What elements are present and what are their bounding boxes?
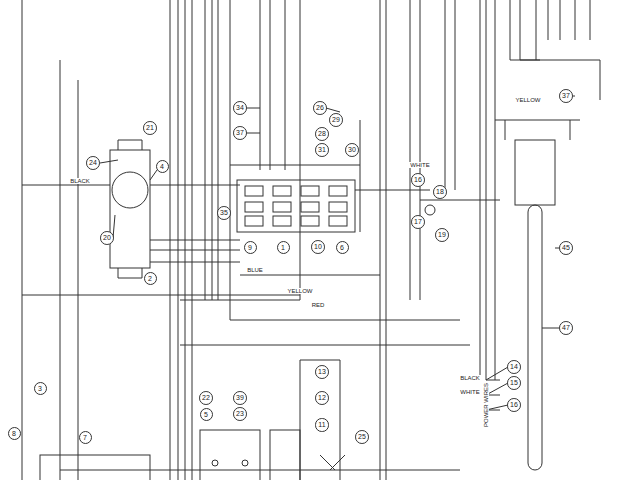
- wire-label: RED: [311, 302, 326, 308]
- callout-number: 37: [559, 89, 573, 103]
- callout-number: 8: [8, 427, 21, 440]
- callout-number: 25: [355, 430, 369, 444]
- callout-number: 30: [345, 143, 359, 157]
- wire-label: WHITE: [459, 389, 480, 395]
- wire-label: WHITE: [409, 162, 430, 168]
- callout-number: 1: [277, 241, 290, 254]
- callout-number: 45: [559, 241, 573, 255]
- callout-number: 7: [79, 431, 92, 444]
- callout-number: 13: [315, 365, 329, 379]
- callout-number: 12: [315, 391, 329, 405]
- callout-number: 19: [435, 228, 449, 242]
- wire-label: BLACK: [459, 375, 481, 381]
- callout-number: 23: [233, 407, 247, 421]
- callout-number: 24: [86, 156, 100, 170]
- callout-number: 22: [199, 391, 213, 405]
- callout-number: 11: [315, 418, 328, 431]
- callout-number: 29: [329, 113, 343, 127]
- callout-number: 3: [34, 382, 47, 395]
- callout-number: 35: [217, 206, 231, 220]
- callout-number: 39: [233, 391, 247, 405]
- wire-label: YELLOW: [514, 97, 541, 103]
- callout-number: 21: [143, 121, 157, 135]
- callout-number: 2: [144, 272, 157, 285]
- callout-number: 34: [233, 101, 247, 115]
- callout-number: 16: [411, 173, 425, 187]
- callout-number: 16: [507, 398, 521, 412]
- wire-label: YELLOW: [286, 288, 313, 294]
- callout-number: 5: [200, 408, 213, 421]
- callout-number: 6: [336, 241, 349, 254]
- wire-label: BLUE: [246, 267, 264, 273]
- wire-label: BLACK: [69, 178, 91, 184]
- callout-number: 14: [507, 360, 521, 374]
- callout-number: 15: [507, 376, 521, 390]
- callout-number: 37: [233, 126, 247, 140]
- callout-number: 4: [156, 160, 169, 173]
- callout-number: 10: [311, 240, 325, 254]
- callout-number: 18: [433, 185, 447, 199]
- callout-number: 28: [315, 127, 329, 141]
- callout-number: 26: [313, 101, 327, 115]
- callout-number: 17: [411, 215, 425, 229]
- callout-number: 47: [559, 321, 573, 335]
- wire-label: POWER WIRES: [483, 382, 489, 428]
- callout-number: 31: [315, 143, 329, 157]
- callout-number: 9: [244, 241, 257, 254]
- callout-number: 20: [100, 231, 114, 245]
